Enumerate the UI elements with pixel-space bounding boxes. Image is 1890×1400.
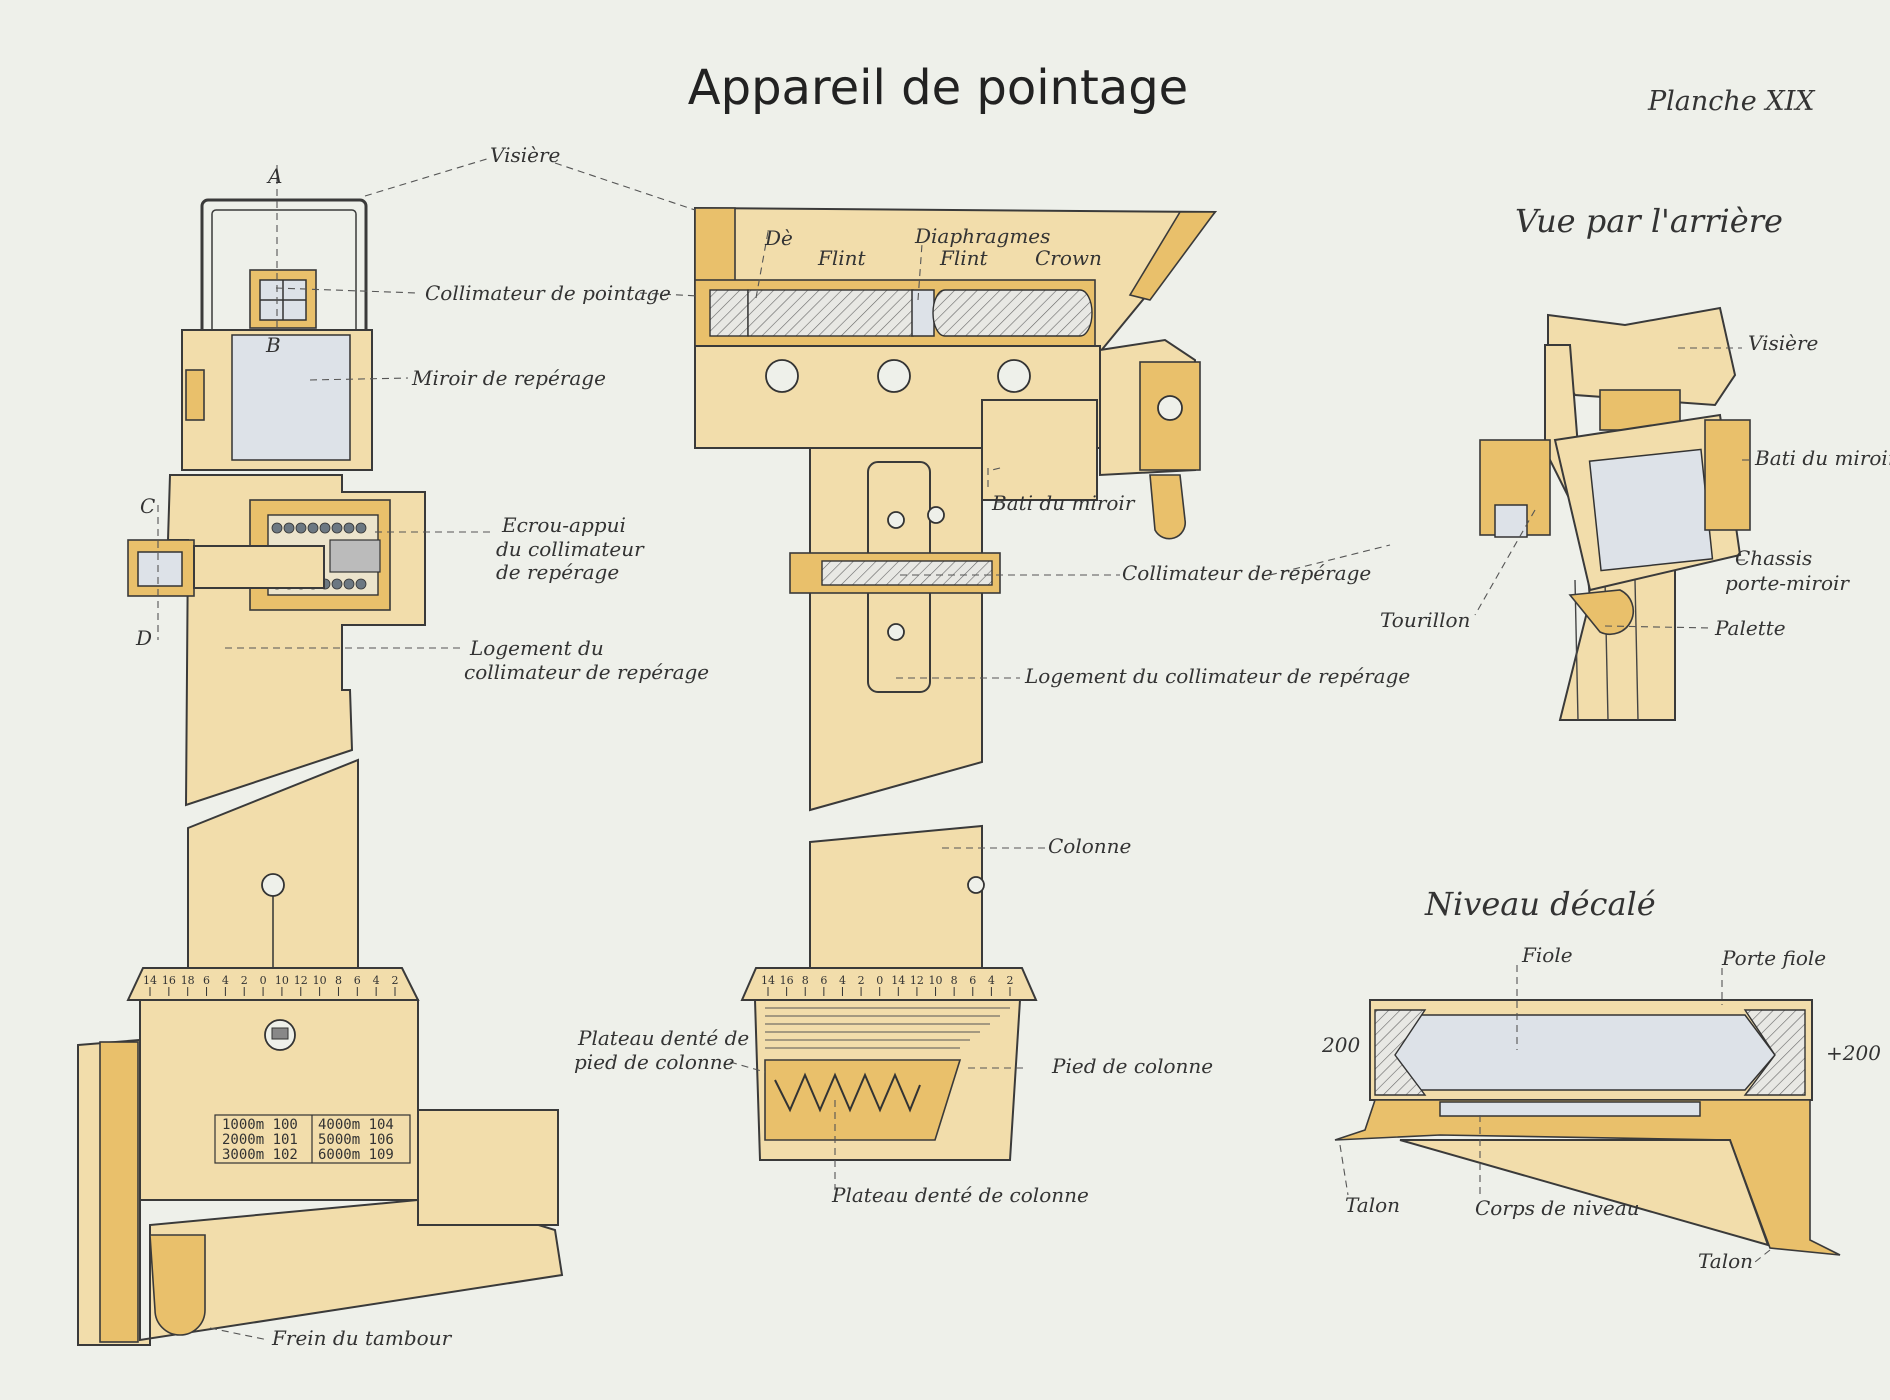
- scale-tick-label: 2: [858, 974, 865, 987]
- rear-view-title: Vue par l'arrière: [1515, 202, 1783, 240]
- section-mark-a: A: [266, 164, 282, 188]
- gear-teeth: [774, 1072, 921, 1113]
- label-visiere-top: Visière: [490, 143, 560, 167]
- label-colonne: Colonne: [1048, 834, 1131, 858]
- label-bati-miroir-center: Bati du miroir: [991, 491, 1136, 515]
- scale-tick-label: 14: [761, 974, 775, 987]
- range-table: 1000m 100 2000m 101 3000m 102 4000m 104 …: [214, 1114, 411, 1164]
- label-plus-200: +200: [1826, 1041, 1881, 1065]
- label-crown: Crown: [1035, 246, 1102, 270]
- label-plateau-pied-1: Plateau denté de: [577, 1026, 749, 1050]
- scale-tick-label: 2: [392, 974, 399, 987]
- scale-tick-label: 6: [203, 974, 210, 987]
- scale-tick-label: 10: [275, 974, 289, 987]
- label-talon-right: Talon: [1698, 1249, 1753, 1273]
- label-chassis-2: porte-miroir: [1725, 571, 1850, 595]
- plate-number: Planche XIX: [1647, 86, 1816, 117]
- plate-title: Appareil de pointage: [688, 60, 1188, 116]
- scale-tick-label: 6: [969, 974, 976, 987]
- section-mark-d: D: [135, 626, 152, 650]
- scale-tick-label: 6: [820, 974, 827, 987]
- scale-tick-label: 0: [260, 974, 267, 987]
- label-visiere-rear: Visière: [1748, 331, 1818, 355]
- label-tourillon: Tourillon: [1380, 608, 1470, 632]
- scale-tick-label: 14: [143, 974, 157, 987]
- range-row-3a: 3000m 102: [222, 1147, 298, 1163]
- label-bati-miroir-rear: Bati du miroir: [1754, 446, 1890, 470]
- block-hole-1: [765, 359, 799, 393]
- label-fiole: Fiole: [1521, 943, 1573, 967]
- label-logement-center: Logement du collimateur de repérage: [1024, 664, 1410, 688]
- label-ecrou-1: Ecrou-appui: [501, 513, 626, 537]
- label-miroir-reperage: Miroir de repérage: [411, 366, 606, 390]
- range-row-2a: 2000m 101: [222, 1132, 298, 1148]
- label-diaphragmes: Diaphragmes: [914, 224, 1050, 248]
- scale-tick-label: 0: [876, 974, 883, 987]
- block-hole-2: [877, 359, 911, 393]
- leader-lines: [157, 157, 1771, 1341]
- center-column-lower: [809, 824, 983, 989]
- scale-tick-label: 8: [335, 974, 342, 987]
- label-ecrou-2: du collimateur: [496, 537, 645, 561]
- label-corps-niveau: Corps de niveau: [1475, 1196, 1640, 1220]
- label-collimateur-reperage-center: Collimateur de repérage: [1122, 561, 1371, 585]
- level-title: Niveau décalé: [1424, 885, 1656, 923]
- rear-view: Vue par l'arrière: [1479, 202, 1783, 721]
- scale-tick-label: 6: [354, 974, 361, 987]
- label-ecrou-3: de repérage: [496, 560, 619, 584]
- scale-tick-label: 4: [373, 974, 380, 987]
- section-mark-c: C: [140, 494, 155, 518]
- scale-tick-label: 4: [839, 974, 846, 987]
- label-collimateur-pointage: Collimateur de pointage: [425, 281, 671, 305]
- label-plateau-colonne: Plateau denté de colonne: [831, 1183, 1089, 1207]
- label-talon-left: Talon: [1345, 1193, 1400, 1217]
- scale-tick-label: 10: [313, 974, 327, 987]
- label-logement-left-2: collimateur de repérage: [464, 660, 709, 684]
- range-row-2b: 5000m 106: [318, 1132, 394, 1148]
- scale-tick-label: 10: [929, 974, 943, 987]
- labels: Visière Collimateur de pointage Miroir d…: [271, 143, 1890, 1350]
- scale-tick-label: 2: [241, 974, 248, 987]
- label-pied-colonne: Pied de colonne: [1051, 1054, 1213, 1078]
- section-mark-b: B: [265, 333, 281, 357]
- label-frein: Frein du tambour: [271, 1326, 453, 1350]
- scale-tick-label: 8: [951, 974, 958, 987]
- label-de: Dè: [764, 226, 793, 250]
- label-minus-200: 200: [1321, 1033, 1360, 1057]
- label-flint-2: Flint: [939, 246, 989, 270]
- scale-tick-label: 4: [988, 974, 995, 987]
- label-porte-fiole: Porte fiole: [1721, 946, 1826, 970]
- scale-tick-label: 16: [162, 974, 176, 987]
- scale-tick-label: 16: [780, 974, 794, 987]
- scale-tick-label: 2: [1007, 974, 1014, 987]
- range-row-1a: 1000m 100: [222, 1117, 298, 1133]
- range-row-3b: 6000m 109: [318, 1147, 394, 1163]
- scale-tick-label: 14: [891, 974, 905, 987]
- label-palette: Palette: [1714, 616, 1786, 640]
- label-flint-1: Flint: [817, 246, 867, 270]
- scale-tick-label: 12: [910, 974, 924, 987]
- plateau-dente: [764, 1059, 962, 1141]
- scale-tick-label: 4: [222, 974, 229, 987]
- range-row-1b: 4000m 104: [318, 1117, 394, 1133]
- label-plateau-pied-2: pied de colonne: [574, 1050, 734, 1074]
- niveau-decale: Niveau décalé: [1334, 885, 1841, 1256]
- scale-tick-label: 8: [802, 974, 809, 987]
- label-chassis-1: Chassis: [1735, 546, 1812, 570]
- fiole-glass: [1389, 1014, 1776, 1091]
- block-hole-3: [997, 359, 1031, 393]
- label-logement-left-1: Logement du: [469, 636, 604, 660]
- scale-tick-label: 18: [181, 974, 195, 987]
- scale-tick-label: 12: [294, 974, 308, 987]
